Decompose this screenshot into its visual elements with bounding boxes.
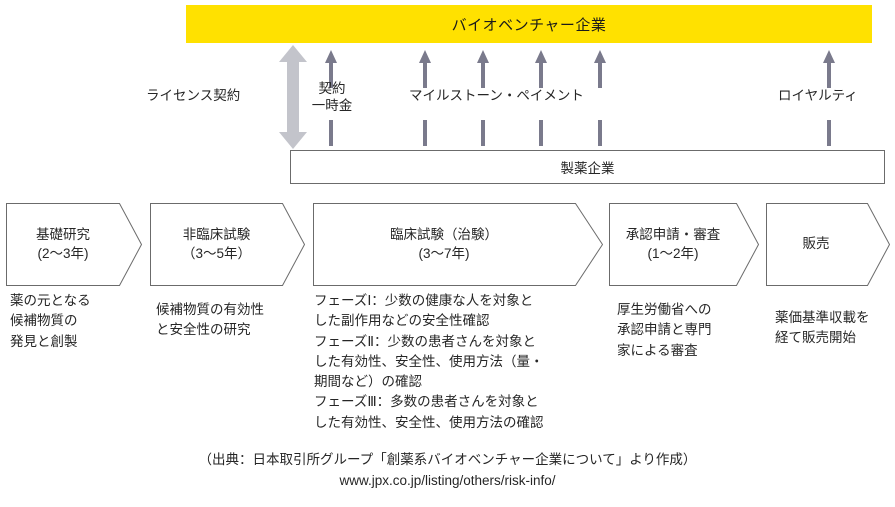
- stage-chevron-clinical-trial: 臨床試験（治験） (3〜7年): [313, 203, 603, 286]
- desc-line: した有効性、安全性、使用方法（量・: [314, 353, 544, 369]
- upfront-payment-label: 契約 一時金: [308, 81, 356, 115]
- desc-line: と安全性の研究: [156, 322, 251, 338]
- desc-line: 経て販売開始: [775, 330, 856, 346]
- stage-description-non-clinical-trial: 候補物質の有効性 と安全性の研究: [156, 300, 306, 341]
- citation-url: www.jpx.co.jp/listing/others/risk-info/: [339, 472, 556, 488]
- milestone-payment-arrow-4: [592, 50, 608, 146]
- desc-line: フェーズⅠ：少数の健康な人を対象と: [314, 293, 534, 308]
- stage-description-sales: 薬価基準収載を 経て販売開始: [775, 308, 893, 349]
- desc-line: フェーズⅡ：少数の患者さんを対象と: [314, 333, 536, 349]
- citation: （出典：日本取引所グループ「創薬系バイオベンチャー企業について」より作成） ww…: [0, 450, 895, 492]
- desc-line: 期間など）の確認: [314, 374, 422, 389]
- stage-description-approval-review: 厚生労働省への 承認申請と専門 家による審査: [617, 300, 752, 361]
- bio-venture-banner: バイオベンチャー企業: [186, 5, 872, 43]
- desc-line: 発見と創製: [10, 333, 78, 349]
- desc-line: 薬の元となる: [10, 293, 91, 308]
- desc-line: 承認申請と専門: [617, 322, 712, 338]
- milestone-payment-arrow-3: [533, 50, 549, 146]
- stage-chevron-approval-review: 承認申請・審査 (1〜2年): [609, 203, 759, 286]
- stage-description-clinical-trial: フェーズⅠ：少数の健康な人を対象と した副作用などの安全性確認 フェーズⅡ：少数…: [314, 291, 614, 433]
- upfront-payment-arrow: [323, 50, 339, 146]
- upfront-payment-label-line1: 契約: [318, 81, 346, 96]
- royalty-label: ロイヤルティ: [778, 88, 858, 103]
- desc-line: 候補物質の有効性: [156, 302, 264, 317]
- desc-line: 厚生労働省への: [617, 302, 712, 317]
- license-double-arrow: [278, 45, 308, 149]
- milestone-payment-arrow-2: [475, 50, 491, 146]
- desc-line: 薬価基準収載を: [775, 310, 870, 325]
- royalty-arrow: [821, 50, 837, 146]
- stage-chevron-basic-research: 基礎研究 (2〜3年): [6, 203, 142, 286]
- citation-source: （出典：日本取引所グループ「創薬系バイオベンチャー企業について」より作成）: [198, 452, 697, 467]
- desc-line: 候補物質の: [10, 313, 78, 329]
- pharmaceutical-company-label: 製薬企業: [560, 161, 615, 176]
- desc-line: フェーズⅢ：多数の患者さんを対象と: [314, 394, 539, 410]
- pharmaceutical-company-box: 製薬企業: [290, 150, 885, 184]
- milestone-payment-label: マイルストーン・ペイメント: [409, 88, 584, 103]
- desc-line: した副作用などの安全性確認: [314, 313, 490, 329]
- upfront-payment-label-line2: 一時金: [311, 97, 353, 113]
- stage-description-basic-research: 薬の元となる 候補物質の 発見と創製: [10, 291, 138, 352]
- license-contract-label: ライセンス契約: [146, 88, 241, 103]
- milestone-payment-arrow-1: [417, 50, 433, 146]
- bio-venture-banner-label: バイオベンチャー企業: [451, 16, 607, 34]
- desc-line: 家による審査: [617, 342, 698, 358]
- stage-chevron-sales: 販売: [766, 203, 890, 286]
- desc-line: した有効性、安全性、使用方法の確認: [314, 414, 544, 430]
- stage-chevron-non-clinical-trial: 非臨床試験 （3〜5年）: [150, 203, 305, 286]
